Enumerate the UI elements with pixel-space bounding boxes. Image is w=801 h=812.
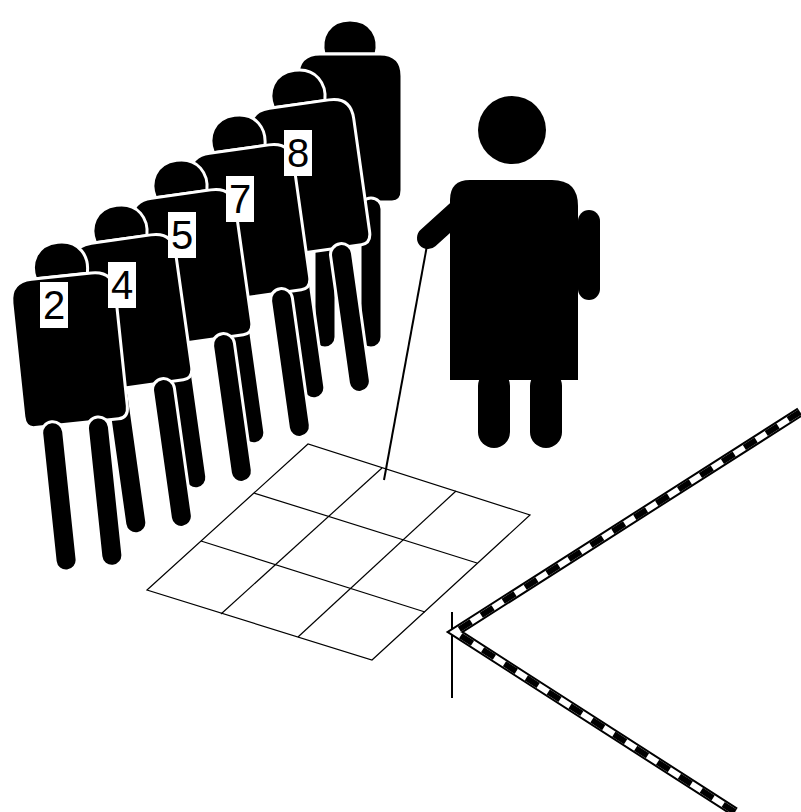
back-number: 8: [284, 130, 312, 176]
floor-grid: [147, 444, 530, 660]
barrier-tape: [452, 412, 800, 812]
pointing-person: [384, 96, 600, 480]
back-number: 5: [168, 212, 196, 258]
back-number: 7: [226, 176, 254, 222]
queue-people: [6, 20, 402, 574]
back-number: 2: [40, 282, 68, 328]
back-number: 4: [108, 262, 136, 308]
